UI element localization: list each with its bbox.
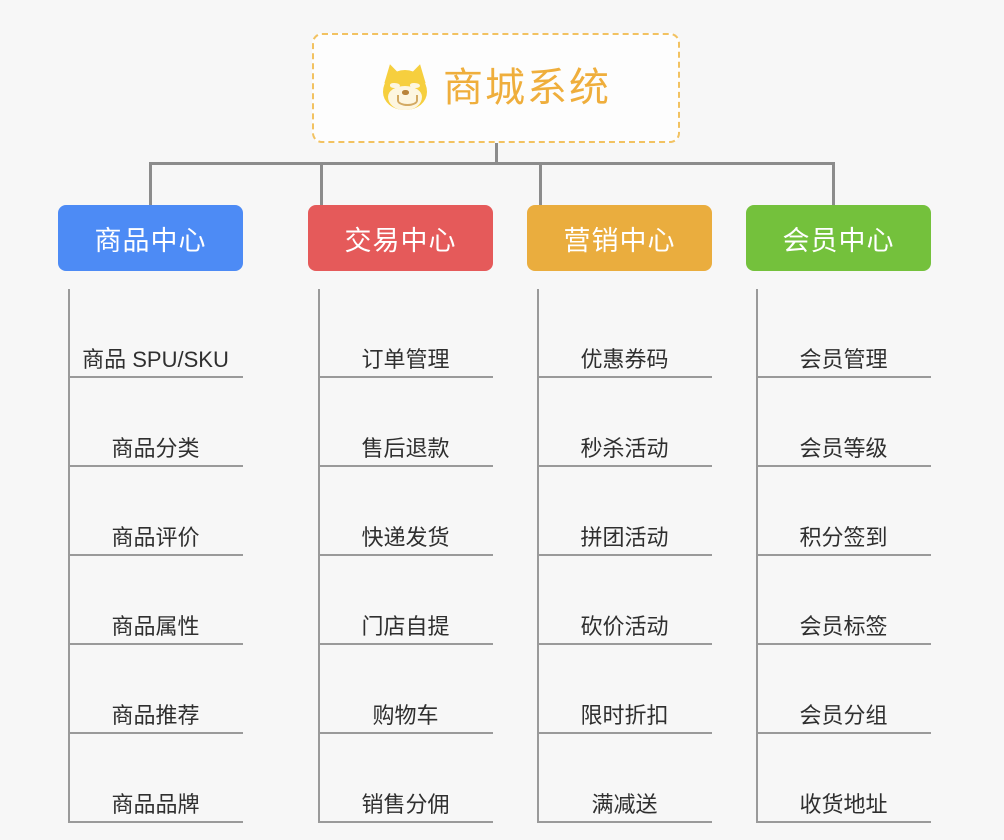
item-list-spine bbox=[756, 289, 758, 823]
list-item-label: 商品 SPU/SKU bbox=[82, 346, 229, 372]
list-item[interactable]: 会员等级 bbox=[756, 378, 931, 467]
root-title: 商城系统 bbox=[443, 66, 611, 110]
list-item-label: 售后退款 bbox=[361, 435, 450, 461]
list-item-label: 收货地址 bbox=[799, 791, 888, 817]
connector-drop-trade-center bbox=[320, 162, 323, 208]
list-item-label: 门店自提 bbox=[361, 613, 450, 639]
list-item-label: 积分签到 bbox=[799, 524, 888, 550]
list-item[interactable]: 限时折扣 bbox=[537, 645, 712, 734]
list-item-label: 商品分类 bbox=[111, 435, 200, 461]
list-item[interactable]: 优惠券码 bbox=[537, 289, 712, 378]
list-item[interactable]: 拼团活动 bbox=[537, 467, 712, 556]
list-item-label: 购物车 bbox=[372, 702, 439, 728]
item-list-member-center: 会员管理会员等级积分签到会员标签会员分组收货地址 bbox=[746, 289, 931, 823]
list-item-label: 商品品牌 bbox=[111, 791, 200, 817]
column-member-center: 会员中心会员管理会员等级积分签到会员标签会员分组收货地址 bbox=[746, 205, 931, 823]
connector-drop-member-center bbox=[832, 162, 835, 208]
list-item-label: 商品属性 bbox=[111, 613, 200, 639]
item-list-spine bbox=[68, 289, 70, 823]
item-list-spine bbox=[318, 289, 320, 823]
list-item-label: 会员分组 bbox=[799, 702, 888, 728]
list-item[interactable]: 门店自提 bbox=[318, 556, 493, 645]
category-header-member-center[interactable]: 会员中心 bbox=[746, 205, 931, 271]
list-item[interactable]: 商品品牌 bbox=[68, 734, 243, 823]
list-item-label: 商品推荐 bbox=[111, 702, 200, 728]
list-item[interactable]: 积分签到 bbox=[756, 467, 931, 556]
list-item[interactable]: 收货地址 bbox=[756, 734, 931, 823]
list-item[interactable]: 销售分佣 bbox=[318, 734, 493, 823]
list-item[interactable]: 商品分类 bbox=[68, 378, 243, 467]
item-list-marketing-center: 优惠券码秒杀活动拼团活动砍价活动限时折扣满减送 bbox=[527, 289, 712, 823]
column-product-center: 商品中心商品 SPU/SKU 商品分类商品评价商品属性商品推荐商品品牌 bbox=[58, 205, 243, 823]
item-list-product-center: 商品 SPU/SKU 商品分类商品评价商品属性商品推荐商品品牌 bbox=[58, 289, 243, 823]
connector-drop-product-center bbox=[149, 162, 152, 208]
column-marketing-center: 营销中心优惠券码秒杀活动拼团活动砍价活动限时折扣满减送 bbox=[527, 205, 712, 823]
list-item[interactable]: 商品评价 bbox=[68, 467, 243, 556]
list-item-label: 砍价活动 bbox=[580, 613, 669, 639]
list-item-label: 销售分佣 bbox=[361, 791, 450, 817]
list-item-label: 商品评价 bbox=[111, 524, 200, 550]
list-item[interactable]: 商品推荐 bbox=[68, 645, 243, 734]
list-item-label: 会员等级 bbox=[799, 435, 888, 461]
list-item[interactable]: 满减送 bbox=[537, 734, 712, 823]
list-item-label: 拼团活动 bbox=[580, 524, 669, 550]
category-header-trade-center[interactable]: 交易中心 bbox=[308, 205, 493, 271]
category-header-product-center[interactable]: 商品中心 bbox=[58, 205, 243, 271]
connector-bar bbox=[149, 162, 835, 165]
category-header-marketing-center[interactable]: 营销中心 bbox=[527, 205, 712, 271]
root-node[interactable]: 商城系统 bbox=[312, 33, 680, 143]
list-item[interactable]: 商品 SPU/SKU bbox=[68, 289, 243, 378]
list-item[interactable]: 秒杀活动 bbox=[537, 378, 712, 467]
connector-stem bbox=[495, 143, 498, 165]
list-item[interactable]: 商品属性 bbox=[68, 556, 243, 645]
list-item[interactable]: 售后退款 bbox=[318, 378, 493, 467]
list-item-label: 优惠券码 bbox=[580, 346, 669, 372]
list-item-label: 满减送 bbox=[591, 791, 658, 817]
column-trade-center: 交易中心订单管理售后退款快递发货门店自提购物车销售分佣 bbox=[308, 205, 493, 823]
list-item[interactable]: 砍价活动 bbox=[537, 556, 712, 645]
dog-face-icon bbox=[380, 61, 430, 112]
list-item[interactable]: 会员分组 bbox=[756, 645, 931, 734]
list-item[interactable]: 购物车 bbox=[318, 645, 493, 734]
list-item[interactable]: 订单管理 bbox=[318, 289, 493, 378]
list-item[interactable]: 快递发货 bbox=[318, 467, 493, 556]
list-item-label: 限时折扣 bbox=[580, 702, 669, 728]
connector-drop-marketing-center bbox=[539, 162, 542, 208]
list-item-label: 秒杀活动 bbox=[580, 435, 669, 461]
list-item[interactable]: 会员标签 bbox=[756, 556, 931, 645]
list-item-label: 快递发货 bbox=[361, 524, 450, 550]
item-list-spine bbox=[537, 289, 539, 823]
item-list-trade-center: 订单管理售后退款快递发货门店自提购物车销售分佣 bbox=[308, 289, 493, 823]
list-item-label: 订单管理 bbox=[361, 346, 450, 372]
list-item-label: 会员标签 bbox=[799, 613, 888, 639]
list-item[interactable]: 会员管理 bbox=[756, 289, 931, 378]
list-item-label: 会员管理 bbox=[799, 346, 888, 372]
